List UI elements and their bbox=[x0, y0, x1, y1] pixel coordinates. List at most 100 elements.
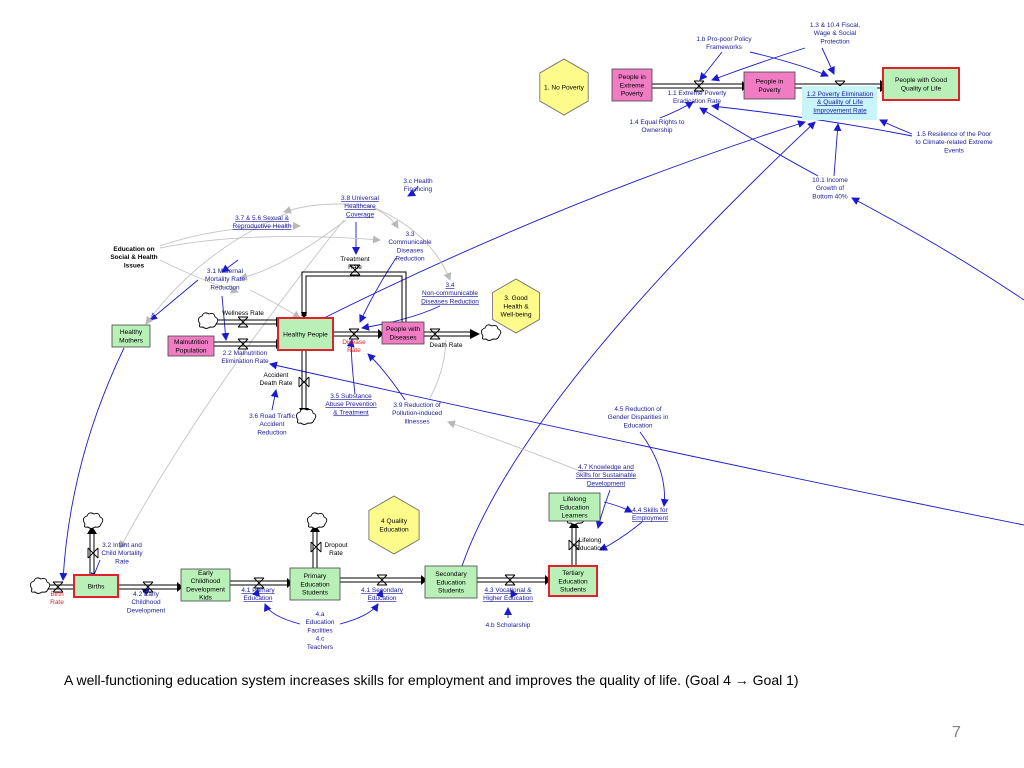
goal-hexagon-g3 bbox=[492, 278, 540, 334]
education-links bbox=[119, 203, 589, 549]
link bbox=[407, 185, 419, 197]
variable-v37: 3.7 & 5.6 Sexual &Reproductive Health bbox=[233, 215, 292, 230]
link bbox=[159, 235, 381, 249]
link bbox=[239, 219, 347, 281]
valve-icon bbox=[142, 581, 154, 593]
slide-caption: A well-functioning education system incr… bbox=[64, 672, 799, 688]
flow-pipe bbox=[477, 577, 548, 583]
stock-flows bbox=[40, 80, 890, 592]
stock-box-pdiseases bbox=[381, 321, 425, 345]
variable-v43: 4.3 Vocational &Higher Education bbox=[483, 587, 533, 602]
link bbox=[595, 489, 611, 529]
valve-icon bbox=[429, 328, 441, 340]
valve-icon bbox=[87, 547, 99, 559]
valve-icon bbox=[693, 80, 705, 92]
link bbox=[461, 121, 816, 567]
variable-vwell: Wellness Rate bbox=[222, 310, 264, 317]
link bbox=[269, 361, 1024, 526]
goal-label-g1: 1. No Poverty bbox=[544, 84, 585, 91]
link bbox=[699, 107, 819, 177]
valve-icon bbox=[310, 541, 322, 553]
link bbox=[359, 257, 397, 323]
link bbox=[346, 339, 356, 395]
link bbox=[659, 101, 694, 119]
highlight-1-2 bbox=[802, 86, 877, 120]
valve-icon bbox=[237, 338, 249, 350]
stock-box-tertiary bbox=[548, 565, 598, 597]
flow-pipe bbox=[340, 577, 424, 583]
page-number: 7 bbox=[952, 724, 961, 741]
link bbox=[851, 197, 1024, 301]
link bbox=[639, 431, 669, 507]
link bbox=[599, 521, 643, 551]
link bbox=[221, 295, 230, 341]
link bbox=[749, 51, 829, 77]
link bbox=[159, 259, 239, 294]
link bbox=[264, 603, 301, 625]
valve-icon bbox=[349, 264, 361, 276]
link bbox=[367, 353, 406, 401]
link bbox=[319, 120, 806, 321]
flow-pipe bbox=[571, 524, 577, 566]
valve-icon bbox=[568, 539, 580, 551]
cloud-icon bbox=[306, 512, 328, 529]
stock-box-hpeople bbox=[277, 317, 334, 351]
flow-pipe bbox=[230, 580, 290, 586]
link bbox=[249, 289, 301, 319]
valve-icon bbox=[376, 574, 388, 586]
link bbox=[221, 259, 239, 273]
cloud-icon bbox=[29, 577, 51, 594]
cloud-icon bbox=[197, 312, 219, 329]
cloud-icon bbox=[480, 324, 502, 341]
link bbox=[339, 603, 379, 625]
variable-v12: 1.2 Poverty Elimination& Quality of Life… bbox=[807, 91, 874, 114]
link bbox=[159, 221, 301, 247]
link bbox=[821, 47, 835, 75]
stock-box-secondary bbox=[424, 565, 478, 599]
link bbox=[59, 347, 125, 581]
stock-label-hpeople: Healthy People bbox=[283, 331, 328, 338]
stock-box-extreme bbox=[611, 68, 653, 102]
valve-icon bbox=[298, 376, 310, 388]
link bbox=[369, 205, 452, 281]
variable-vdeath: Death Rate bbox=[430, 342, 463, 349]
stock-box-ecd bbox=[180, 568, 231, 602]
valve-icon bbox=[237, 316, 249, 328]
link bbox=[699, 51, 723, 81]
link bbox=[711, 47, 806, 82]
variable-v4b: 4.b Scholarship bbox=[486, 622, 531, 629]
valve-icon bbox=[504, 574, 516, 586]
